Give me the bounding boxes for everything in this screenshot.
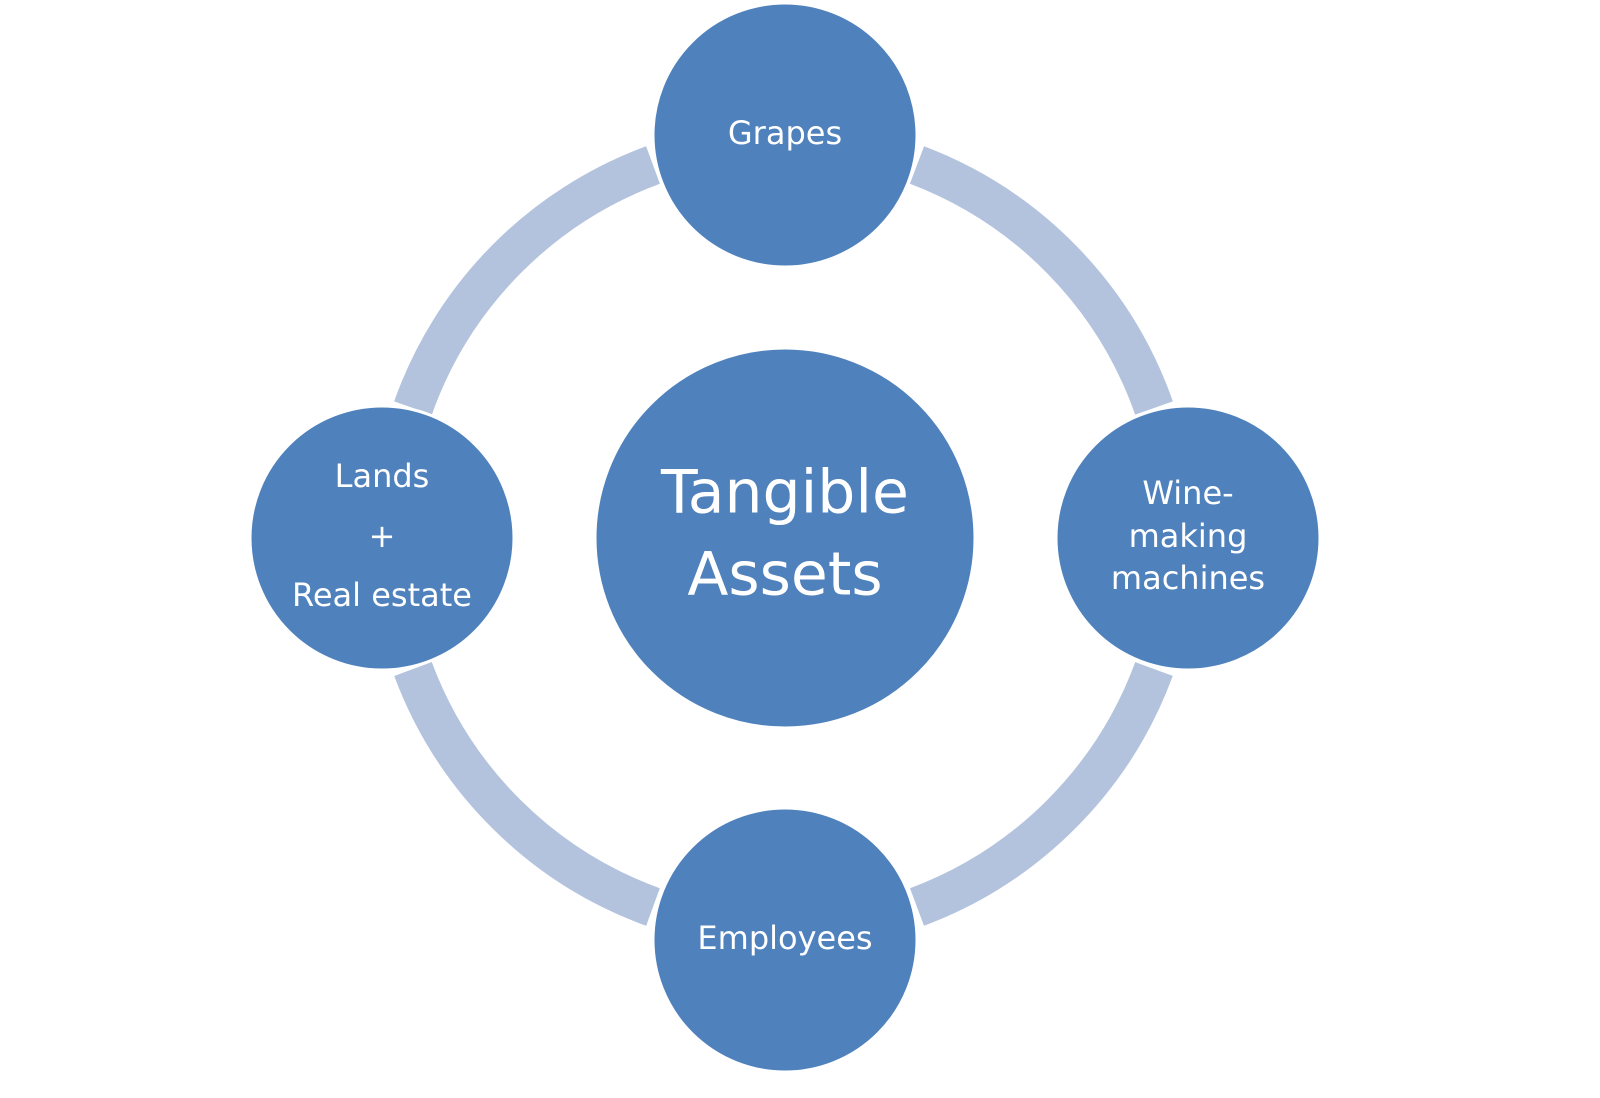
node-wine-making-machines-label-line3: machines (1111, 559, 1265, 597)
center-node-circle (593, 346, 977, 730)
ring-arc-bottom-left (394, 661, 660, 926)
node-wine-making-machines-label-line2: making (1129, 517, 1248, 555)
node-grapes: Grapes (651, 1, 919, 269)
node-lands-real-estate-circle (248, 404, 516, 672)
node-grapes-label: Grapes (728, 114, 842, 152)
node-lands-real-estate-label-line1: Lands (335, 457, 430, 495)
node-wine-making-machines-circle (1054, 404, 1322, 672)
node-employees-label: Employees (697, 919, 872, 957)
ring-arc-top-right (909, 146, 1173, 415)
node-lands-real-estate-label-line3: Real estate (292, 576, 472, 614)
ring-arc-right-bottom (909, 662, 1173, 926)
node-employees-circle (651, 806, 919, 1074)
node-employees: Employees (651, 806, 919, 1074)
node-wine-making-machines-label-line1: Wine- (1142, 474, 1233, 512)
node-wine-making-machines: Wine- making machines (1054, 404, 1322, 672)
node-lands-real-estate: Lands + Real estate (248, 404, 516, 672)
center-node-label-line1: Tangible (660, 458, 909, 528)
node-grapes-circle (651, 1, 919, 269)
center-node-label-line2: Assets (687, 540, 882, 610)
ring-arc-left-top (394, 146, 660, 415)
center-node: Tangible Assets (593, 346, 977, 730)
node-lands-real-estate-label-line2: + (369, 517, 396, 555)
